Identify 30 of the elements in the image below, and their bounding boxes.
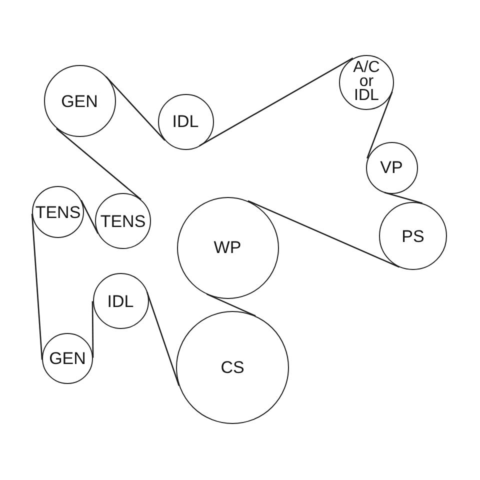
pulley	[32, 186, 84, 238]
pulley	[176, 196, 278, 298]
pulley-label: IDL	[107, 292, 134, 310]
pulley	[44, 65, 116, 137]
pulley	[339, 54, 394, 110]
belt-segment	[366, 91, 393, 159]
belt-segment	[56, 128, 142, 200]
pulley-label: GEN	[61, 92, 98, 110]
belt-segment	[80, 200, 99, 234]
pulley-label: CS	[220, 358, 244, 377]
belt-segment	[31, 214, 43, 360]
belt-segment	[248, 200, 400, 268]
pulley	[95, 193, 151, 249]
pulley	[379, 202, 447, 270]
pulley-label: VP	[380, 158, 403, 177]
belt-segment	[206, 293, 256, 317]
pulley-label: GEN	[49, 348, 86, 368]
pulley-label: TENS	[100, 212, 146, 230]
belt-segment	[384, 192, 422, 204]
pulley-label: A/C or IDL	[353, 61, 380, 103]
belt-segment	[92, 301, 94, 358]
pulley	[176, 311, 289, 424]
pulley	[366, 142, 418, 194]
pulley-label: WP	[214, 238, 242, 257]
pulley-label: PS	[402, 226, 424, 246]
pulley	[158, 94, 214, 150]
pulley-label: TENS	[35, 202, 81, 222]
pulley	[92, 273, 148, 329]
pulley-label: IDL	[172, 112, 199, 131]
pulley	[42, 332, 93, 384]
